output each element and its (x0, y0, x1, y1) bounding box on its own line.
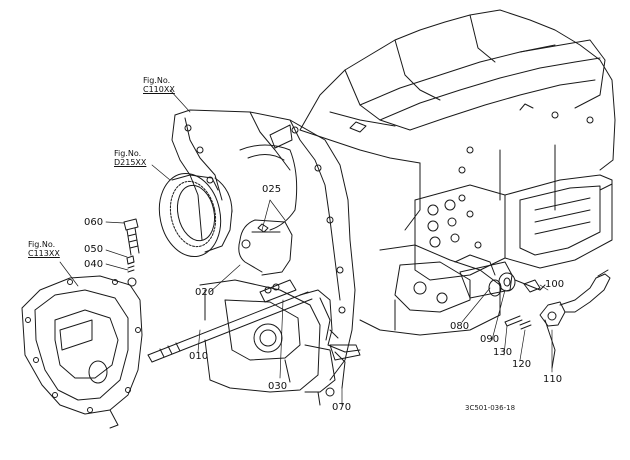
left-cover (21, 275, 143, 429)
bolt-spring-ball (123, 218, 140, 287)
part-number-090[interactable]: 090 (480, 334, 500, 345)
transmission-housing (299, 9, 616, 336)
figure-ref-code: D215XX (114, 158, 147, 167)
drawing-code: 3C501-036-18 (465, 404, 516, 412)
lever-assembly (459, 261, 611, 369)
figure-ref-c110[interactable]: Fig.No. C110XX (143, 76, 175, 94)
shift-shaft (147, 279, 313, 363)
part-number-120[interactable]: 120 (512, 359, 532, 370)
part-number-040[interactable]: 040 (84, 259, 104, 270)
part-number-025[interactable]: 025 (262, 184, 282, 195)
part-number-070[interactable]: 070 (332, 402, 352, 413)
ring-gear (158, 172, 233, 258)
figure-ref-c113[interactable]: Fig.No. C113XX (28, 240, 60, 258)
figure-ref-title: Fig.No. (28, 240, 56, 249)
part-number-010[interactable]: 010 (189, 351, 209, 362)
figure-ref-code: C113XX (28, 249, 60, 258)
part-number-130[interactable]: 130 (493, 347, 513, 358)
part-number-030[interactable]: 030 (268, 381, 288, 392)
shift-fork (299, 289, 361, 389)
part-number-020[interactable]: 020 (195, 287, 215, 298)
figure-ref-title: Fig.No. (114, 149, 142, 158)
part-number-060[interactable]: 060 (84, 217, 104, 228)
part-number-100[interactable]: 100 (545, 279, 565, 290)
front-housing-flange (171, 109, 356, 406)
figure-ref-code: C110XX (143, 85, 175, 94)
part-number-110[interactable]: 110 (543, 374, 563, 385)
part-number-050[interactable]: 050 (84, 244, 104, 255)
figure-ref-d215[interactable]: Fig.No. D215XX (114, 149, 146, 167)
figure-ref-title: Fig.No. (143, 76, 171, 85)
part-number-080[interactable]: 080 (450, 321, 470, 332)
shift-bracket (238, 219, 293, 276)
leader-lines (59, 89, 553, 406)
